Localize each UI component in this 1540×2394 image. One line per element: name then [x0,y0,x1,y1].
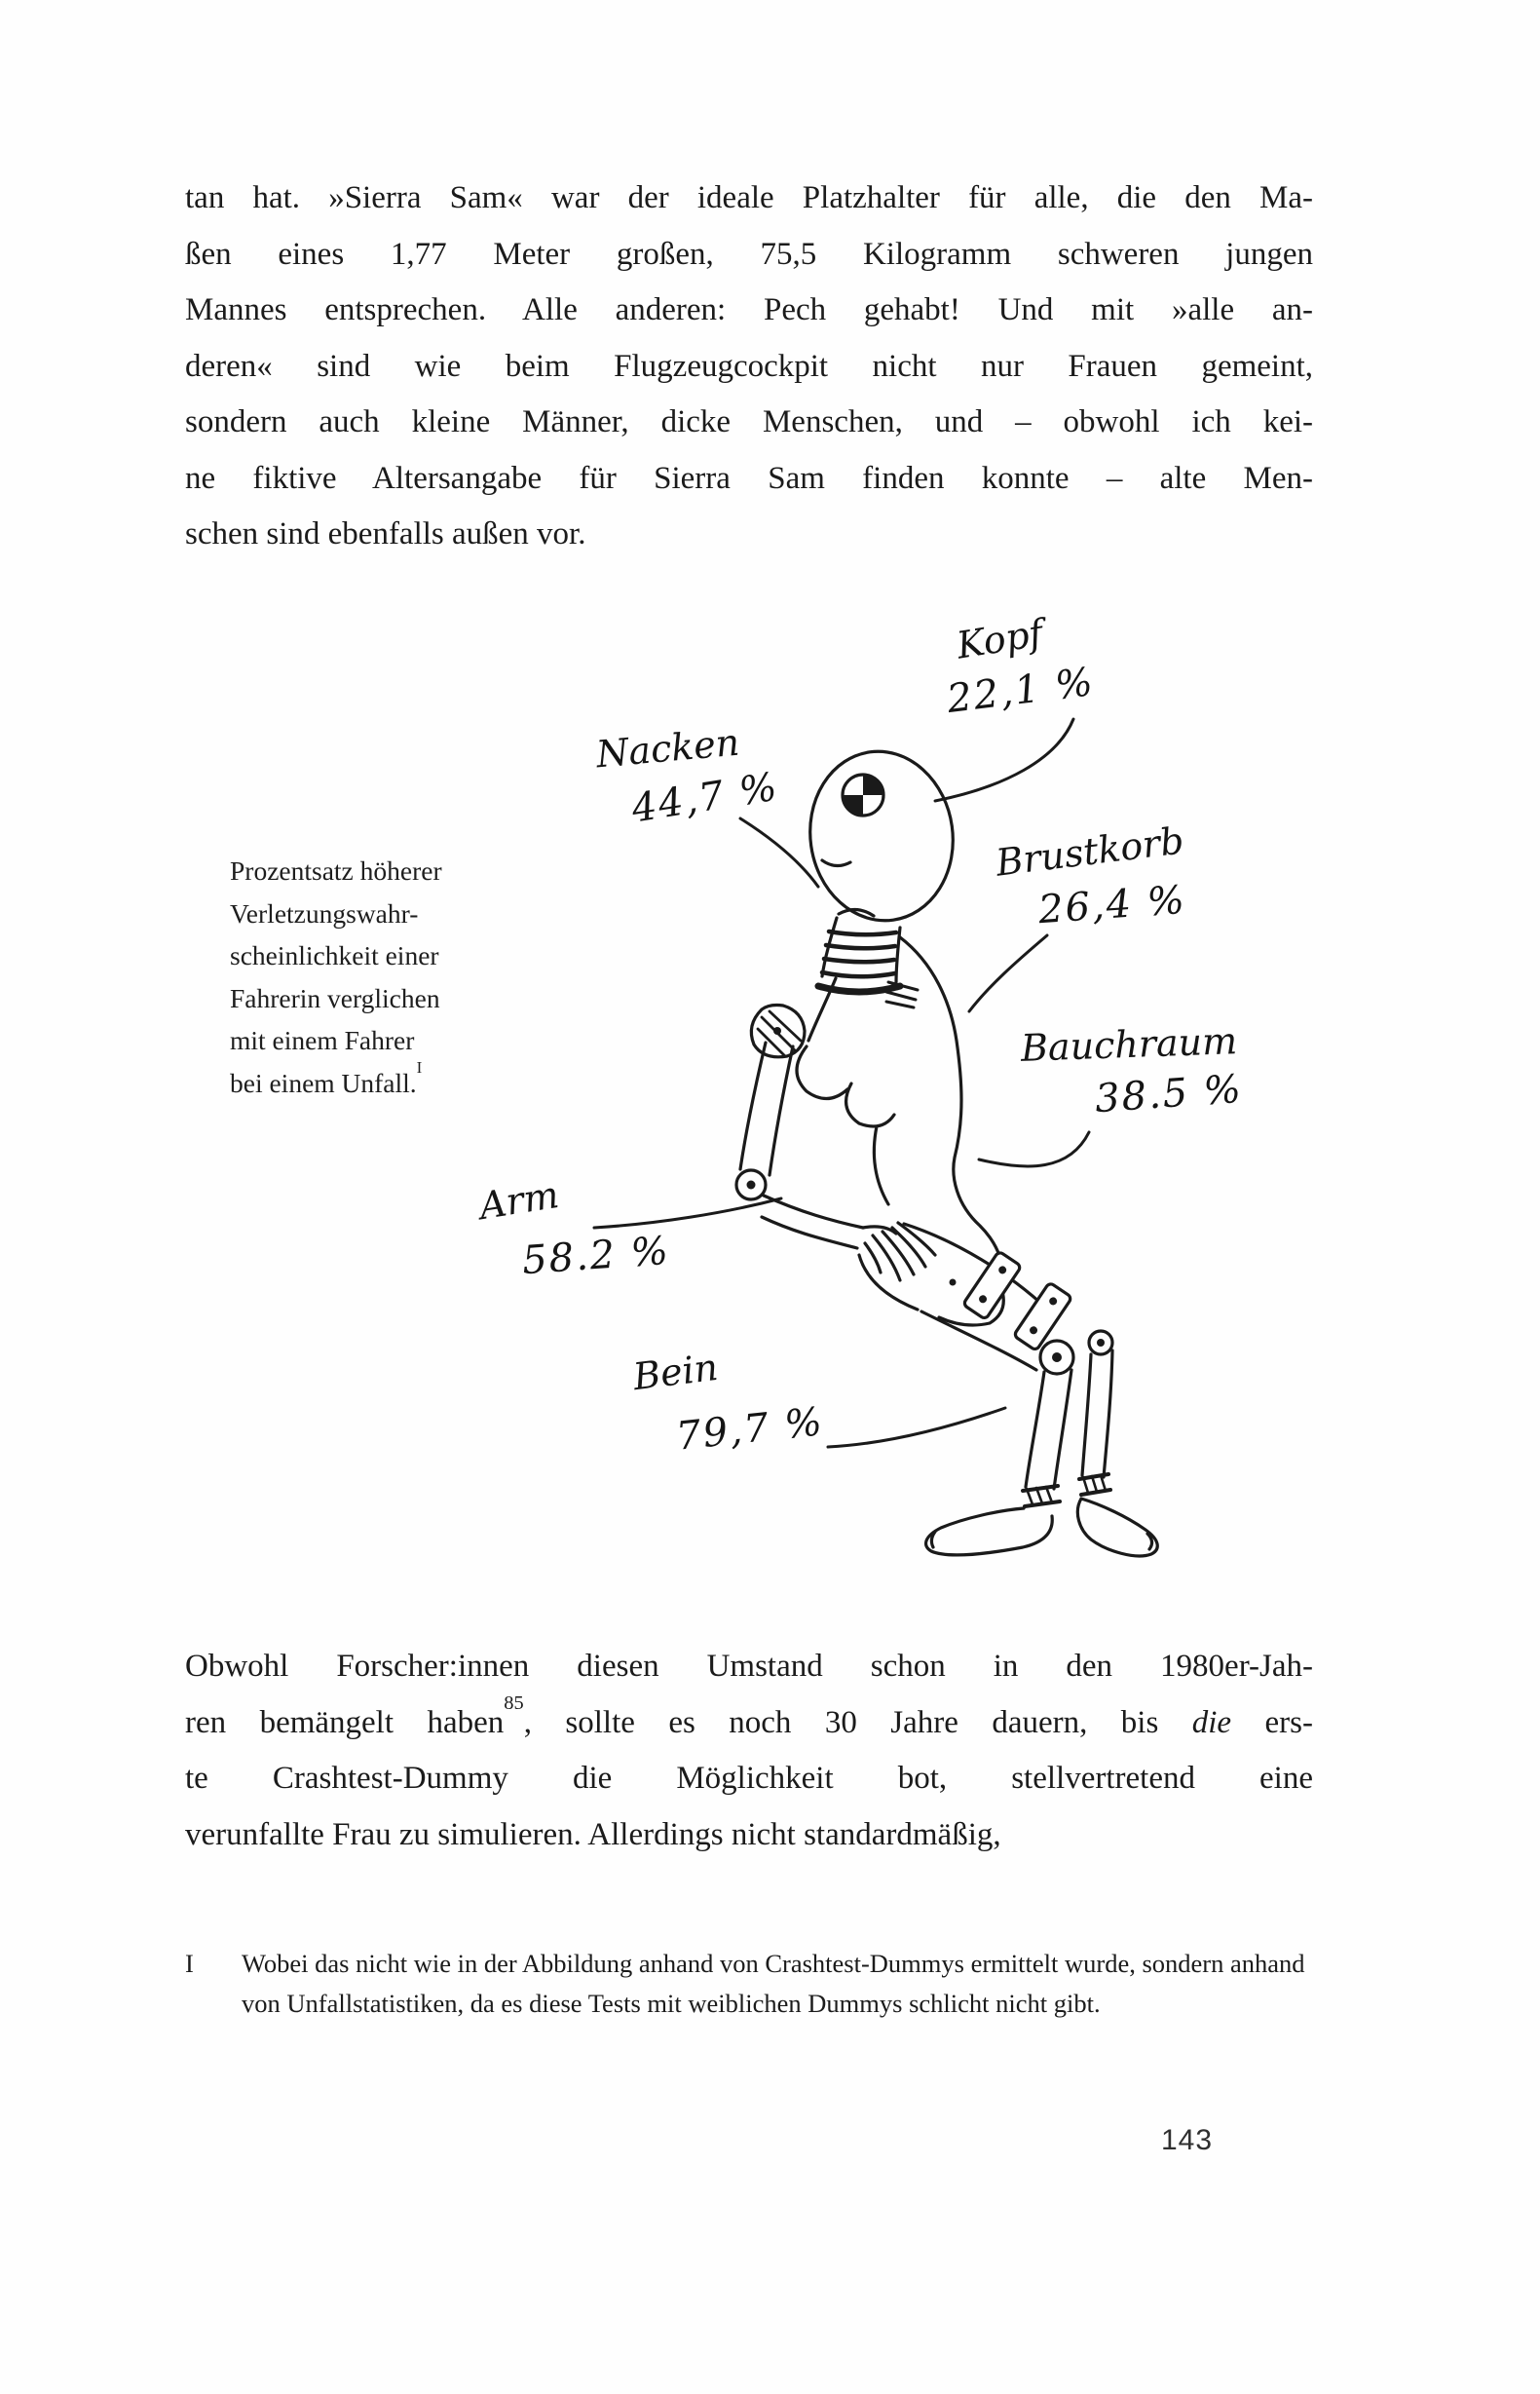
text-line: verunfallte Frau zu simulieren. Allerdin… [185,1816,1001,1852]
caption-line: bei einem Unfall.I [230,1059,542,1105]
annotation-bauchraum-label: Bauchraum [1020,1019,1238,1070]
caption-text: bei einem Unfall. [230,1067,417,1098]
dummy-mouth [837,907,876,918]
caption-line: Fahrerin verglichen [230,982,440,1013]
text-line: sondern auch kleine Männer, dicke Mensch… [185,404,1313,439]
dummy-feet [923,1472,1159,1558]
leader-brustkorb [967,933,1049,1013]
dummy-arm [734,1041,865,1250]
leader-arm [592,1197,783,1230]
text-line: schen sind ebenfalls außen vor. [185,516,586,551]
leader-lines [592,717,1091,1449]
leg-strap [1013,1282,1072,1351]
emphasized-word: die [1191,1704,1232,1740]
leg-strap [962,1251,1022,1320]
paragraph-1: tan hat. »Sierra Sam« war der ideale Pla… [185,171,1313,563]
caption-footnote-ref: I [416,1057,423,1077]
dummy-head [808,749,955,923]
page-number: 143 [1161,2124,1214,2156]
caption-line: Verletzungswahr- [230,897,419,929]
footnote: I Wobei das nicht wie in der Abbildung a… [185,1944,1313,2023]
caption-line: mit einem Fahrer [230,1025,415,1055]
text-segment: ers- [1231,1704,1313,1740]
text-line: te Crashtest-Dummy die Möglichkeit bot, … [185,1761,1313,1796]
leader-bein [826,1406,1007,1449]
paragraph-2: Obwohl Forscher:innen diesen Umstand sch… [185,1639,1313,1863]
text-line: Obwohl Forscher:innen diesen Umstand sch… [185,1649,1313,1684]
footnote-ref-85: 85 [504,1692,524,1715]
caption-line: Prozentsatz höherer [230,855,442,886]
dummy-body [734,749,1159,1558]
dummy-torso [795,935,1005,1327]
text-line: Mannes entsprechen. Alle anderen: Pech g… [185,292,1313,327]
figure-caption: Prozentsatz höherer Verletzungswahr- sch… [230,850,542,1104]
dummy-hand [861,1221,937,1282]
text-line: ßen eines 1,77 Meter großen, 75,5 Kilogr… [185,236,1313,272]
text-segment: , sollte es noch 30 Jahre dauern, bis [523,1704,1192,1740]
leader-bauchraum [977,1130,1091,1168]
text-line: tan hat. »Sierra Sam« war der ideale Pla… [185,180,1313,215]
footnote-marker: I [185,1949,194,1978]
dummy-shoulder [749,1003,807,1059]
crash-test-dummy-drawing [592,717,1159,1558]
text-line: ren bemängelt haben85, sollte es noch 30… [185,1692,1313,1752]
leader-kopf [933,717,1075,803]
text-line: deren« sind wie beim Flugzeugcockpit nic… [185,348,1313,384]
dummy-neck [814,916,920,1009]
text-line: ne fiktive Altersangabe für Sierra Sam f… [185,460,1313,496]
caption-line: scheinlichkeit einer [230,940,439,970]
footnote-text: Wobei das nicht wie in der Abbildung anh… [242,1949,1305,2018]
leader-nacken [738,817,820,889]
dummy-eye [820,858,852,868]
text-segment: ren bemängelt haben [185,1704,505,1740]
dummy-legs [902,1222,1114,1491]
